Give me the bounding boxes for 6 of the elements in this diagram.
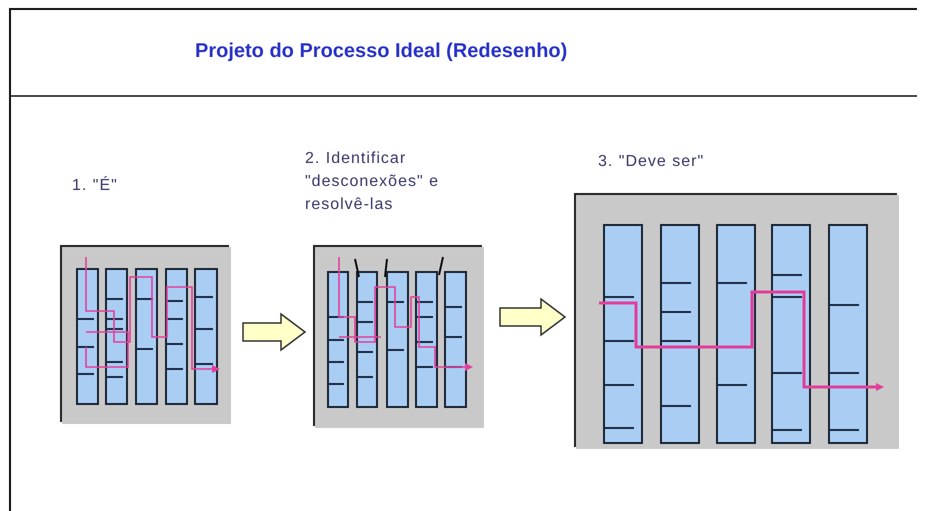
block-arrow: [242, 312, 306, 352]
block-arrow: [499, 298, 566, 336]
diagram-title: Projeto do Processo Ideal (Redesenho): [195, 40, 568, 63]
step-heading: 3. "Deve ser": [598, 152, 706, 172]
step-heading: 1. "É": [72, 175, 119, 196]
step-heading: 2. Identificar "desconexões" e resolvê-las: [305, 149, 440, 215]
